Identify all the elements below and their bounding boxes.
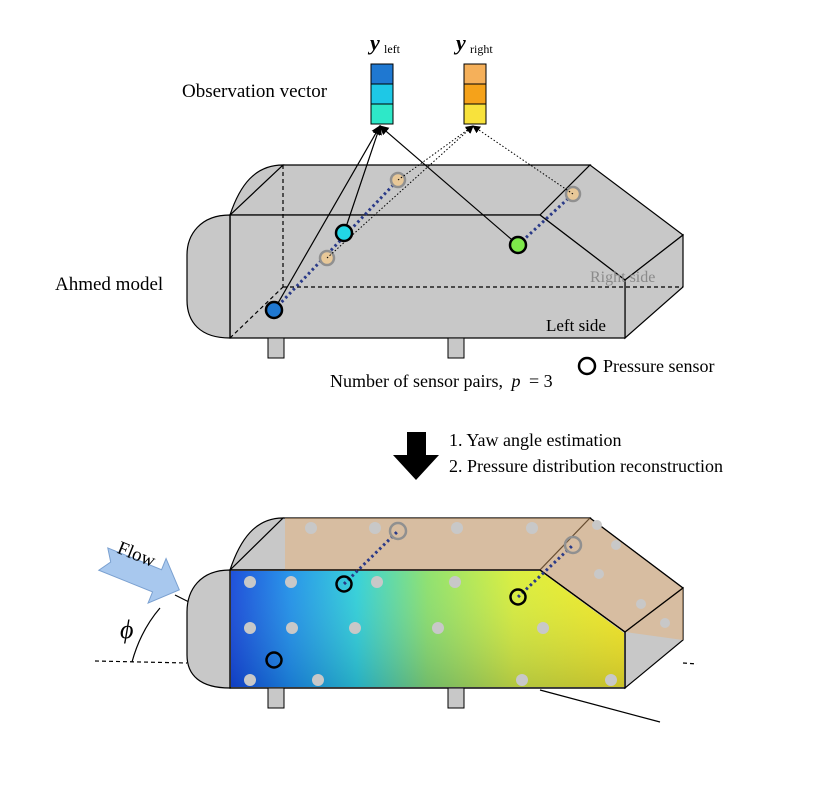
right-side-pressure-tint <box>285 518 683 640</box>
y-right-subscript: right <box>470 42 493 56</box>
observation-vector-label: Observation vector <box>182 81 328 102</box>
right-side-label: Right side <box>590 269 655 286</box>
process-arrow-icon <box>393 432 439 480</box>
pressure-sensor-legend-icon <box>577 356 597 376</box>
leg-front <box>267 337 285 359</box>
step-2-label: 2. Pressure distribution reconstruction <box>449 456 723 476</box>
sensor-pairs-label: Number of sensor pairs, p = 3 <box>330 371 553 391</box>
yaw-angle-arc <box>131 607 161 663</box>
top-front-curve <box>229 164 285 216</box>
pressure-taps-grid <box>244 520 670 686</box>
step-1-label: 1. Yaw angle estimation <box>449 430 622 450</box>
ahmed-model-label: Ahmed model <box>55 274 163 295</box>
pressure-sensor-legend-label: Pressure sensor <box>603 356 714 376</box>
y-left-symbol: y <box>367 30 380 55</box>
y-left-vector <box>370 63 394 125</box>
bottom-sensor-1 <box>265 651 283 669</box>
top-face <box>228 164 592 216</box>
phi-label: ϕ <box>120 615 133 644</box>
y-left-subscript: left <box>384 42 401 56</box>
y-right-vector <box>463 63 487 125</box>
flow-arrow-icon <box>97 547 180 605</box>
top-ahmed-model: Right side Left side <box>186 124 684 359</box>
y-right-symbol: y <box>453 30 466 55</box>
bottom-sensor-2 <box>335 575 353 593</box>
bottom-sensor-3 <box>509 588 527 606</box>
leg-rear <box>447 337 465 359</box>
sensor-left-1 <box>264 300 284 320</box>
sensor-left-2 <box>334 223 354 243</box>
bottom-ahmed-model <box>94 517 698 723</box>
sensor-left-3 <box>508 235 528 255</box>
left-side-label: Left side <box>546 316 606 335</box>
front-nose <box>186 214 231 339</box>
